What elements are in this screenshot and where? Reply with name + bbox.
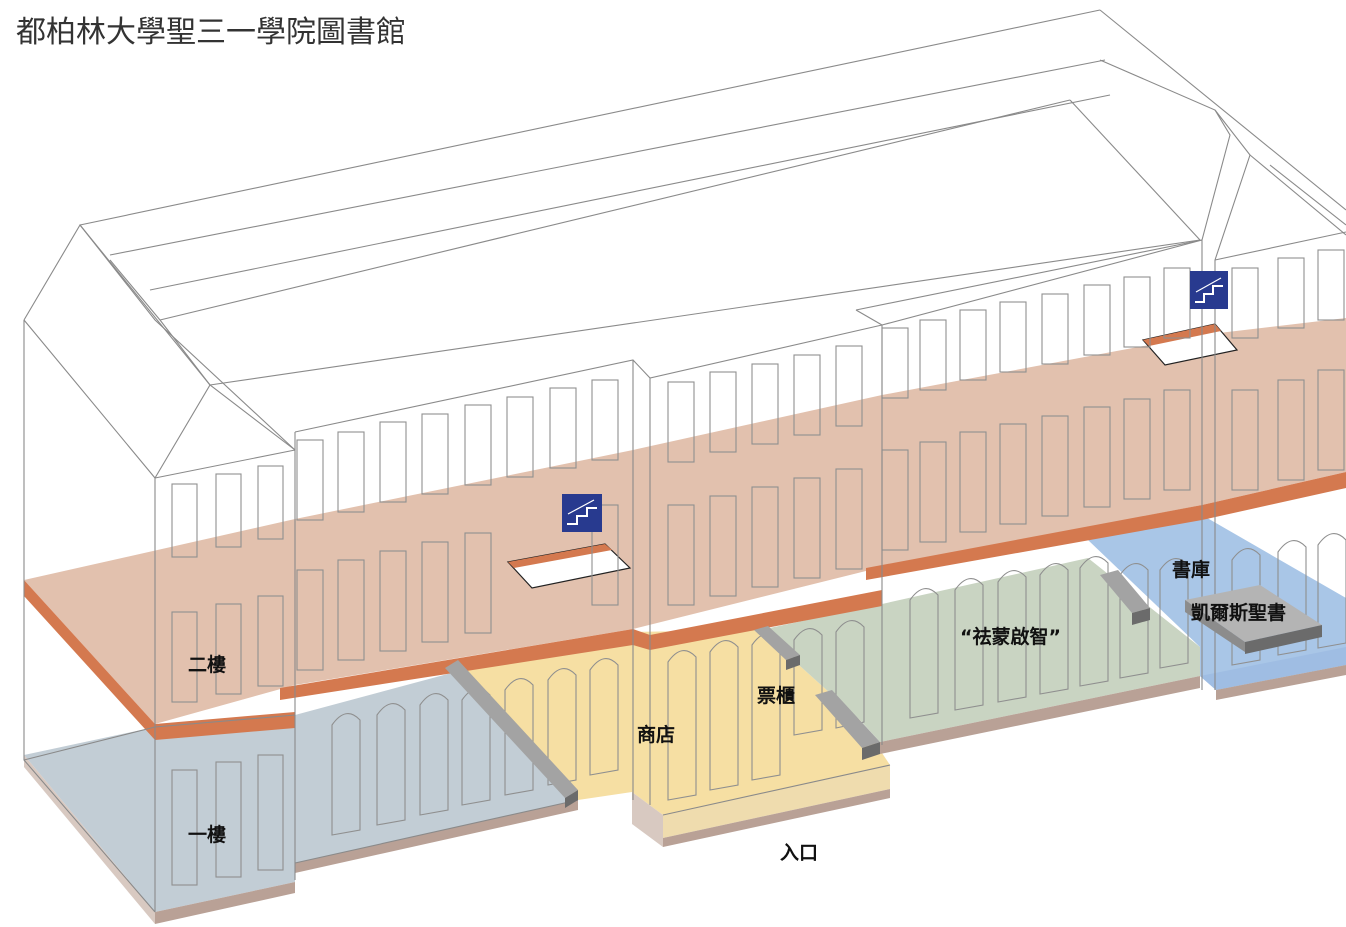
upper-floor-windows [171, 249, 1345, 886]
label-book-of-kells: 凱爾斯聖書 [1191, 601, 1286, 624]
label-treasury: 書庫 [1172, 558, 1210, 581]
upper-floor-edge [24, 580, 155, 740]
diagram-title: 都柏林大學聖三一學院圖書館 [16, 15, 406, 50]
ground-floor [24, 515, 1346, 924]
upper-floor-slab [24, 318, 1346, 724]
label-first-floor: 一樓 [188, 823, 226, 846]
ground-floor-arched-windows [331, 533, 1346, 836]
display-cases [445, 570, 1322, 808]
label-ticket-counter: 票櫃 [757, 684, 795, 707]
label-enlightenment: “祛蒙啟智” [960, 625, 1061, 648]
stairs-icon [1190, 271, 1228, 309]
book-of-kells-case [1185, 585, 1322, 642]
label-shop: 商店 [637, 723, 675, 746]
building-outline [23, 9, 1346, 913]
ground-floor-slab-shop [455, 630, 890, 815]
label-entrance: 入口 [780, 842, 818, 864]
label-second-floor: 二樓 [188, 653, 226, 676]
stairs-icon [562, 494, 602, 532]
ground-floor-slab-exhibition [760, 558, 1200, 742]
